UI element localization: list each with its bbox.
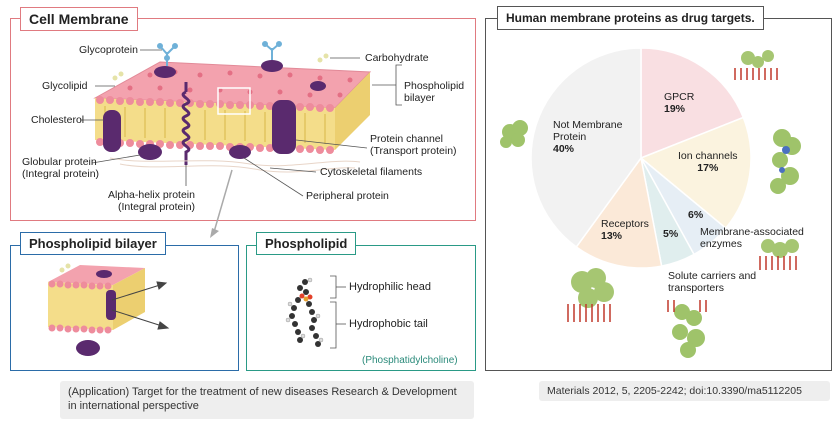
pie-slice-5 xyxy=(530,47,642,249)
phospholipid-title: Phospholipid xyxy=(256,232,357,255)
pie-label-not-membrane: Not Membrane Protein 40% xyxy=(553,119,623,155)
citation: Materials 2012, 5, 2205-2242; doi:10.339… xyxy=(539,381,830,401)
cell-membrane-title: Cell Membrane xyxy=(20,7,138,31)
protein-icon xyxy=(759,239,799,270)
pie-slice-4 xyxy=(575,156,663,269)
label-hydrophobic-tail: Hydrophobic tail xyxy=(349,318,428,330)
label-protein-channel-1: Protein channel xyxy=(370,133,443,145)
label-alpha-2: (Integral protein) xyxy=(118,201,196,213)
pie-pct-solute: 5% xyxy=(663,228,679,240)
protein-icon xyxy=(500,120,528,148)
protein-icon xyxy=(734,50,778,80)
label-glycoprotein: Glycoprotein xyxy=(79,44,138,56)
bilayer-title: Phospholipid bilayer xyxy=(20,232,166,255)
label-alpha-1: Alpha-helix protein xyxy=(108,189,195,201)
phospholipid-panel xyxy=(246,245,476,371)
pie-label-enzymes: Membrane-associated enzymes xyxy=(700,226,804,250)
protein-icon xyxy=(667,300,707,358)
label-cholesterol: Cholesterol xyxy=(31,114,85,126)
label-cytoskeletal: Cytoskeletal filaments xyxy=(320,166,423,178)
label-phosphatidylcholine: (Phosphatidylcholine) xyxy=(362,355,458,366)
drug-targets-title: Human membrane proteins as drug targets. xyxy=(497,6,764,30)
label-peripheral: Peripheral protein xyxy=(306,190,389,202)
pie-label-gpcr: GPCR 19% xyxy=(664,91,695,115)
label-glycolipid: Glycolipid xyxy=(42,80,88,92)
application-note: (Application) Target for the treatment o… xyxy=(60,381,474,419)
pie-slice-1 xyxy=(639,116,752,230)
label-globular-2: (Integral protein) xyxy=(22,168,100,180)
label-protein-channel-2: (Transport protein) xyxy=(370,145,457,157)
label-carbohydrate: Carbohydrate xyxy=(365,52,429,64)
pie-slice-0 xyxy=(640,47,745,160)
protein-icon xyxy=(770,129,801,194)
label-phospholipid-bilayer-1: Phospholipid xyxy=(404,80,465,92)
pie-label-receptors: Receptors 13% xyxy=(601,218,649,242)
label-globular-1: Globular protein xyxy=(22,156,97,168)
protein-icon xyxy=(567,268,614,322)
label-phospholipid-bilayer-2: bilayer xyxy=(404,92,435,104)
pie-label-solute: Solute carriers and transporters xyxy=(668,270,757,294)
pie-pct-enzymes: 6% xyxy=(688,209,704,221)
pie-label-ion-channels: Ion channels 17% xyxy=(678,150,738,174)
label-hydrophilic-head: Hydrophilic head xyxy=(349,281,431,293)
